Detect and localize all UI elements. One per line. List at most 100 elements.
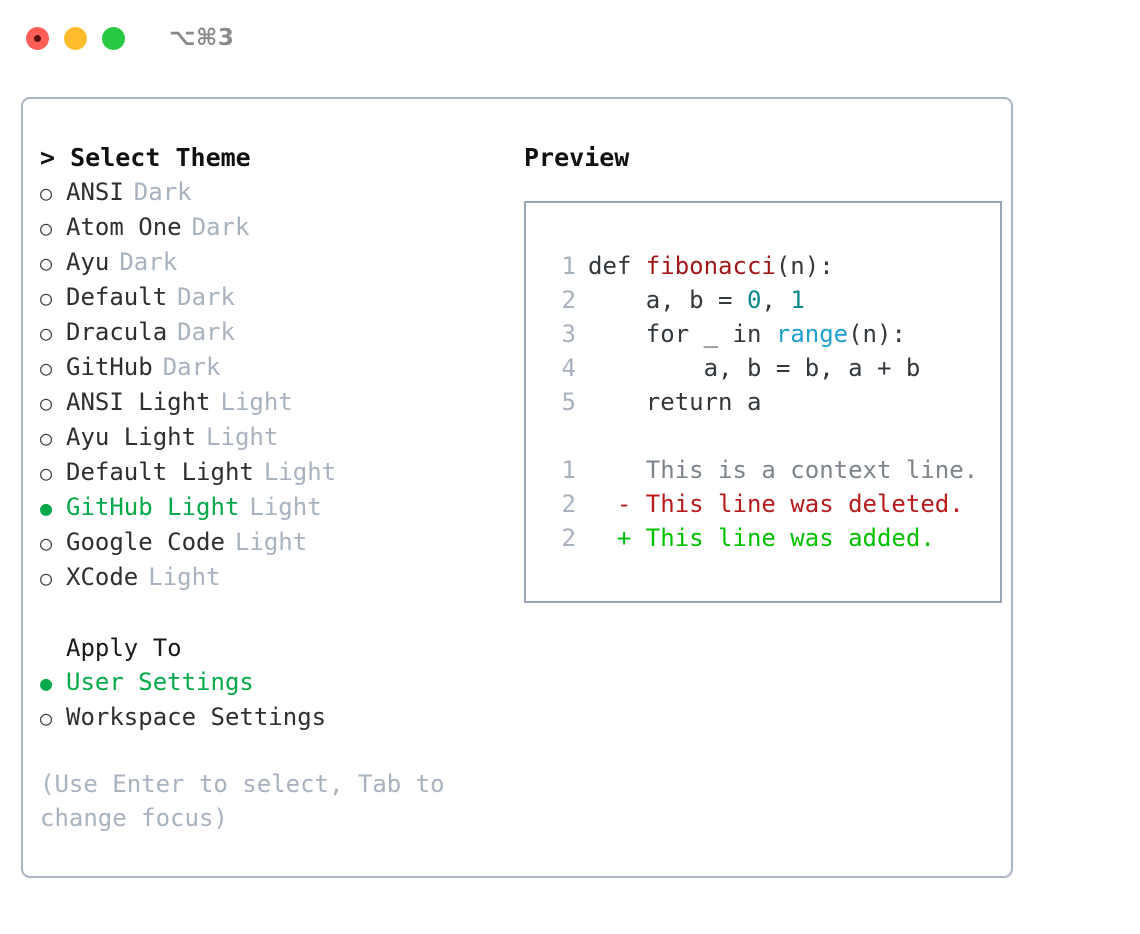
code-text: a, b = 0, 1: [588, 283, 805, 317]
code-token-num: 0: [746, 286, 762, 314]
theme-option-kind: Dark: [133, 178, 192, 206]
radio-unselected-icon: ○: [40, 706, 53, 730]
theme-option[interactable]: ○ GitHub Dark: [40, 350, 502, 385]
line-number: 1: [561, 456, 576, 484]
theme-option-kind: Light: [206, 423, 279, 451]
apply-to-option[interactable]: ●User Settings: [40, 665, 502, 700]
theme-option-label: GitHub: [66, 353, 153, 381]
theme-option-label: Default Light: [66, 458, 254, 486]
code-line: 1 def fibonacci(n):: [544, 249, 1000, 283]
line-number: 3: [561, 320, 576, 348]
theme-option-kind: Dark: [119, 248, 178, 276]
theme-option-kind: Light: [148, 563, 221, 591]
theme-option-label: Atom One: [66, 213, 182, 241]
code-sample: 1 def fibonacci(n):2 a, b = 0, 1 3 for _ i…: [544, 249, 1000, 419]
code-text: def fibonacci(n):: [588, 249, 834, 283]
radio-selected-icon: ●: [40, 671, 53, 695]
radio-unselected-icon: ○: [40, 181, 53, 205]
theme-option-label: Default: [66, 283, 168, 311]
keyboard-shortcut-label: ⌥⌘3: [169, 25, 235, 51]
title-bar: ⌥⌘3: [0, 0, 1140, 76]
maximize-button[interactable]: [102, 26, 125, 50]
radio-unselected-icon: ○: [40, 356, 53, 380]
select-theme-heading: > Select Theme: [40, 143, 251, 172]
spacer: [544, 419, 1000, 453]
diff-sample: 1 This is a context line.2 - This line w…: [544, 453, 1000, 555]
theme-option-label: Ayu Light: [66, 423, 197, 451]
code-token-plain: a, b = b, a + b: [588, 354, 921, 382]
code-token-num: 1: [790, 286, 805, 314]
radio-unselected-icon: ○: [40, 426, 53, 450]
theme-option-label: ANSI Light: [66, 388, 211, 416]
theme-option-label: Dracula: [66, 318, 168, 346]
close-button[interactable]: [26, 26, 49, 50]
theme-option-kind: Light: [249, 493, 322, 521]
diff-line: 1 This is a context line.: [544, 453, 1000, 487]
code-token-plain: (n):: [775, 252, 834, 280]
radio-unselected-icon: ○: [40, 321, 53, 345]
theme-option-label: Google Code: [66, 528, 225, 556]
theme-option-kind: Light: [220, 388, 293, 416]
theme-option-kind: Dark: [177, 318, 235, 346]
diff-line: 2 - This line was deleted.: [544, 487, 1000, 521]
theme-option-label: Ayu: [66, 248, 110, 276]
preview-heading: Preview: [524, 143, 630, 172]
theme-option[interactable]: ○ ANSI Dark: [40, 175, 502, 210]
theme-option[interactable]: ○ Dracula Dark: [40, 315, 502, 350]
line-number: 2: [561, 524, 576, 552]
apply-to-option-label: Workspace Settings: [66, 703, 327, 731]
line-number: 1: [561, 252, 576, 280]
theme-option-label: ANSI: [66, 178, 124, 206]
line-number: 2: [561, 490, 576, 518]
radio-unselected-icon: ○: [40, 531, 53, 555]
minimize-button[interactable]: [64, 26, 87, 50]
code-token-plain: return a: [588, 388, 762, 416]
code-token-plain: ,: [761, 286, 791, 314]
theme-option[interactable]: ○ Default Light Light: [40, 455, 502, 490]
code-line: 2 a, b = 0, 1: [544, 283, 1000, 317]
theme-option-label: XCode: [66, 563, 139, 591]
theme-option[interactable]: ○ XCode Light: [40, 560, 502, 595]
diff-text-deleted: - This line was deleted.: [588, 490, 964, 518]
line-number: 5: [561, 388, 576, 416]
code-token-call: range: [775, 320, 849, 348]
radio-unselected-icon: ○: [40, 461, 53, 485]
radio-unselected-icon: ○: [40, 216, 53, 240]
code-line: 4 a, b = b, a + b: [544, 351, 1000, 385]
apply-to-heading: Apply To: [66, 634, 182, 662]
radio-unselected-icon: ○: [40, 251, 53, 275]
theme-option-kind: Dark: [177, 283, 235, 311]
radio-selected-icon: ●: [40, 496, 53, 520]
code-line: 5 return a: [544, 385, 1000, 419]
code-token-plain: a, b =: [588, 286, 747, 314]
diff-line: 2 + This line was added.: [544, 521, 1000, 555]
theme-option[interactable]: ○ Ayu Dark: [40, 245, 502, 280]
theme-option[interactable]: ○ ANSI Light Light: [40, 385, 502, 420]
apply-to-option-list[interactable]: ●User Settings ○ Workspace Settings: [40, 665, 502, 735]
close-icon: [34, 34, 41, 42]
theme-option-kind: Light: [263, 458, 337, 486]
theme-option-kind: Dark: [162, 353, 221, 381]
apply-to-option[interactable]: ○ Workspace Settings: [40, 700, 502, 735]
keyboard-hint: (Use Enter to select, Tab to change focu…: [40, 770, 460, 832]
line-number: 4: [561, 354, 576, 382]
code-token-plain: for _ in: [588, 320, 776, 348]
code-token-fn: fibonacci: [645, 252, 776, 280]
code-token-plain: (n):: [848, 320, 906, 348]
spacer: [40, 595, 502, 631]
window-controls: [26, 26, 125, 50]
theme-option[interactable]: ○ Ayu Light Light: [40, 420, 502, 455]
radio-unselected-icon: ○: [40, 566, 53, 590]
radio-unselected-icon: ○: [40, 391, 53, 415]
diff-text-context: This is a context line.: [588, 456, 979, 484]
theme-option-kind: Dark: [191, 213, 250, 241]
theme-option[interactable]: ○ Atom One Dark: [40, 210, 502, 245]
